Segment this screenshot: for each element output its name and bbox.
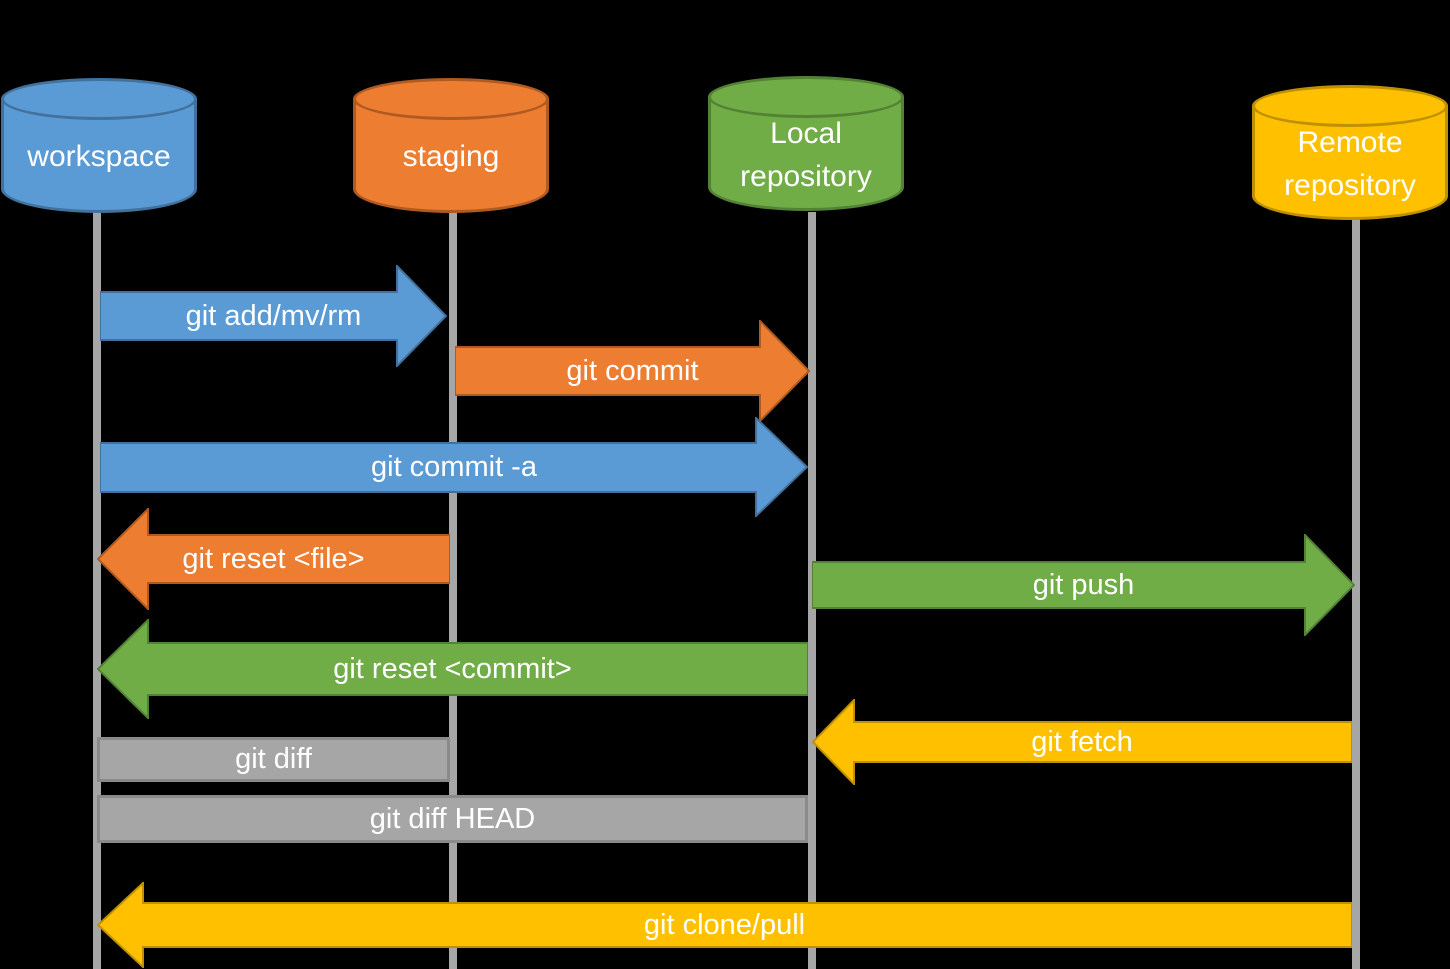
arrow-label: git fetch: [1031, 725, 1133, 758]
lifeline-staging: [449, 212, 457, 969]
arrow-label: git reset <commit>: [333, 652, 572, 685]
cylinder-top-ellipse: [1, 78, 197, 120]
arrow-git-reset-file: git reset <file>: [97, 508, 450, 610]
bar-git-diff: git diff: [97, 737, 450, 782]
cylinder-top-ellipse: [708, 76, 904, 118]
bar-label: git diff: [235, 743, 312, 775]
cylinder-top-ellipse: [1252, 85, 1448, 127]
right-arrow-shape: [100, 265, 447, 367]
arrow-label: git clone/pull: [643, 908, 806, 941]
cylinder-top-ellipse: [353, 78, 549, 120]
arrow-git-commit: git commit: [455, 320, 810, 422]
bar-git-diff-head: git diff HEAD: [97, 795, 808, 843]
arrow-git-reset-commit: git reset <commit>: [97, 619, 808, 719]
cylinder-staging: staging: [353, 78, 549, 213]
node-label-staging: staging: [402, 140, 500, 174]
left-arrow-shape: [97, 882, 1352, 968]
cylinder-body: [353, 99, 549, 213]
right-arrow-shape: [100, 417, 808, 517]
cylinder-workspace: workspace: [1, 78, 197, 213]
arrow-label: git commit: [566, 354, 699, 387]
node-label-remote-repository: Remote repository: [1284, 125, 1416, 202]
arrow-git-clone-pull: git clone/pull: [97, 882, 1352, 968]
left-arrow-shape: [97, 619, 808, 719]
arrow-git-push: git push: [812, 534, 1355, 636]
arrow-label: git commit -a: [371, 450, 537, 483]
lifeline-remote-repository: [1352, 212, 1360, 969]
arrow-label: git reset <file>: [182, 542, 365, 575]
cylinder-local-repository: Local repository: [708, 76, 904, 211]
arrow-git-fetch: git fetch: [812, 699, 1352, 785]
arrow-label: git add/mv/rm: [185, 299, 362, 332]
cylinder-remote-repository: Remote repository: [1252, 85, 1448, 220]
arrow-git-add-mv-rm: git add/mv/rm: [100, 265, 447, 367]
arrow-git-commit-a: git commit -a: [100, 417, 808, 517]
left-arrow-shape: [97, 508, 450, 610]
left-arrow-shape: [812, 699, 1352, 785]
right-arrow-shape: [455, 320, 810, 422]
node-label-local-repository: Local repository: [740, 116, 872, 193]
bar-label: git diff HEAD: [369, 802, 536, 835]
lifeline-workspace: [93, 212, 101, 969]
right-arrow-shape: [812, 534, 1355, 636]
cylinder-body: [708, 97, 904, 211]
node-label-workspace: workspace: [27, 140, 171, 174]
arrow-label: git push: [1032, 568, 1135, 601]
